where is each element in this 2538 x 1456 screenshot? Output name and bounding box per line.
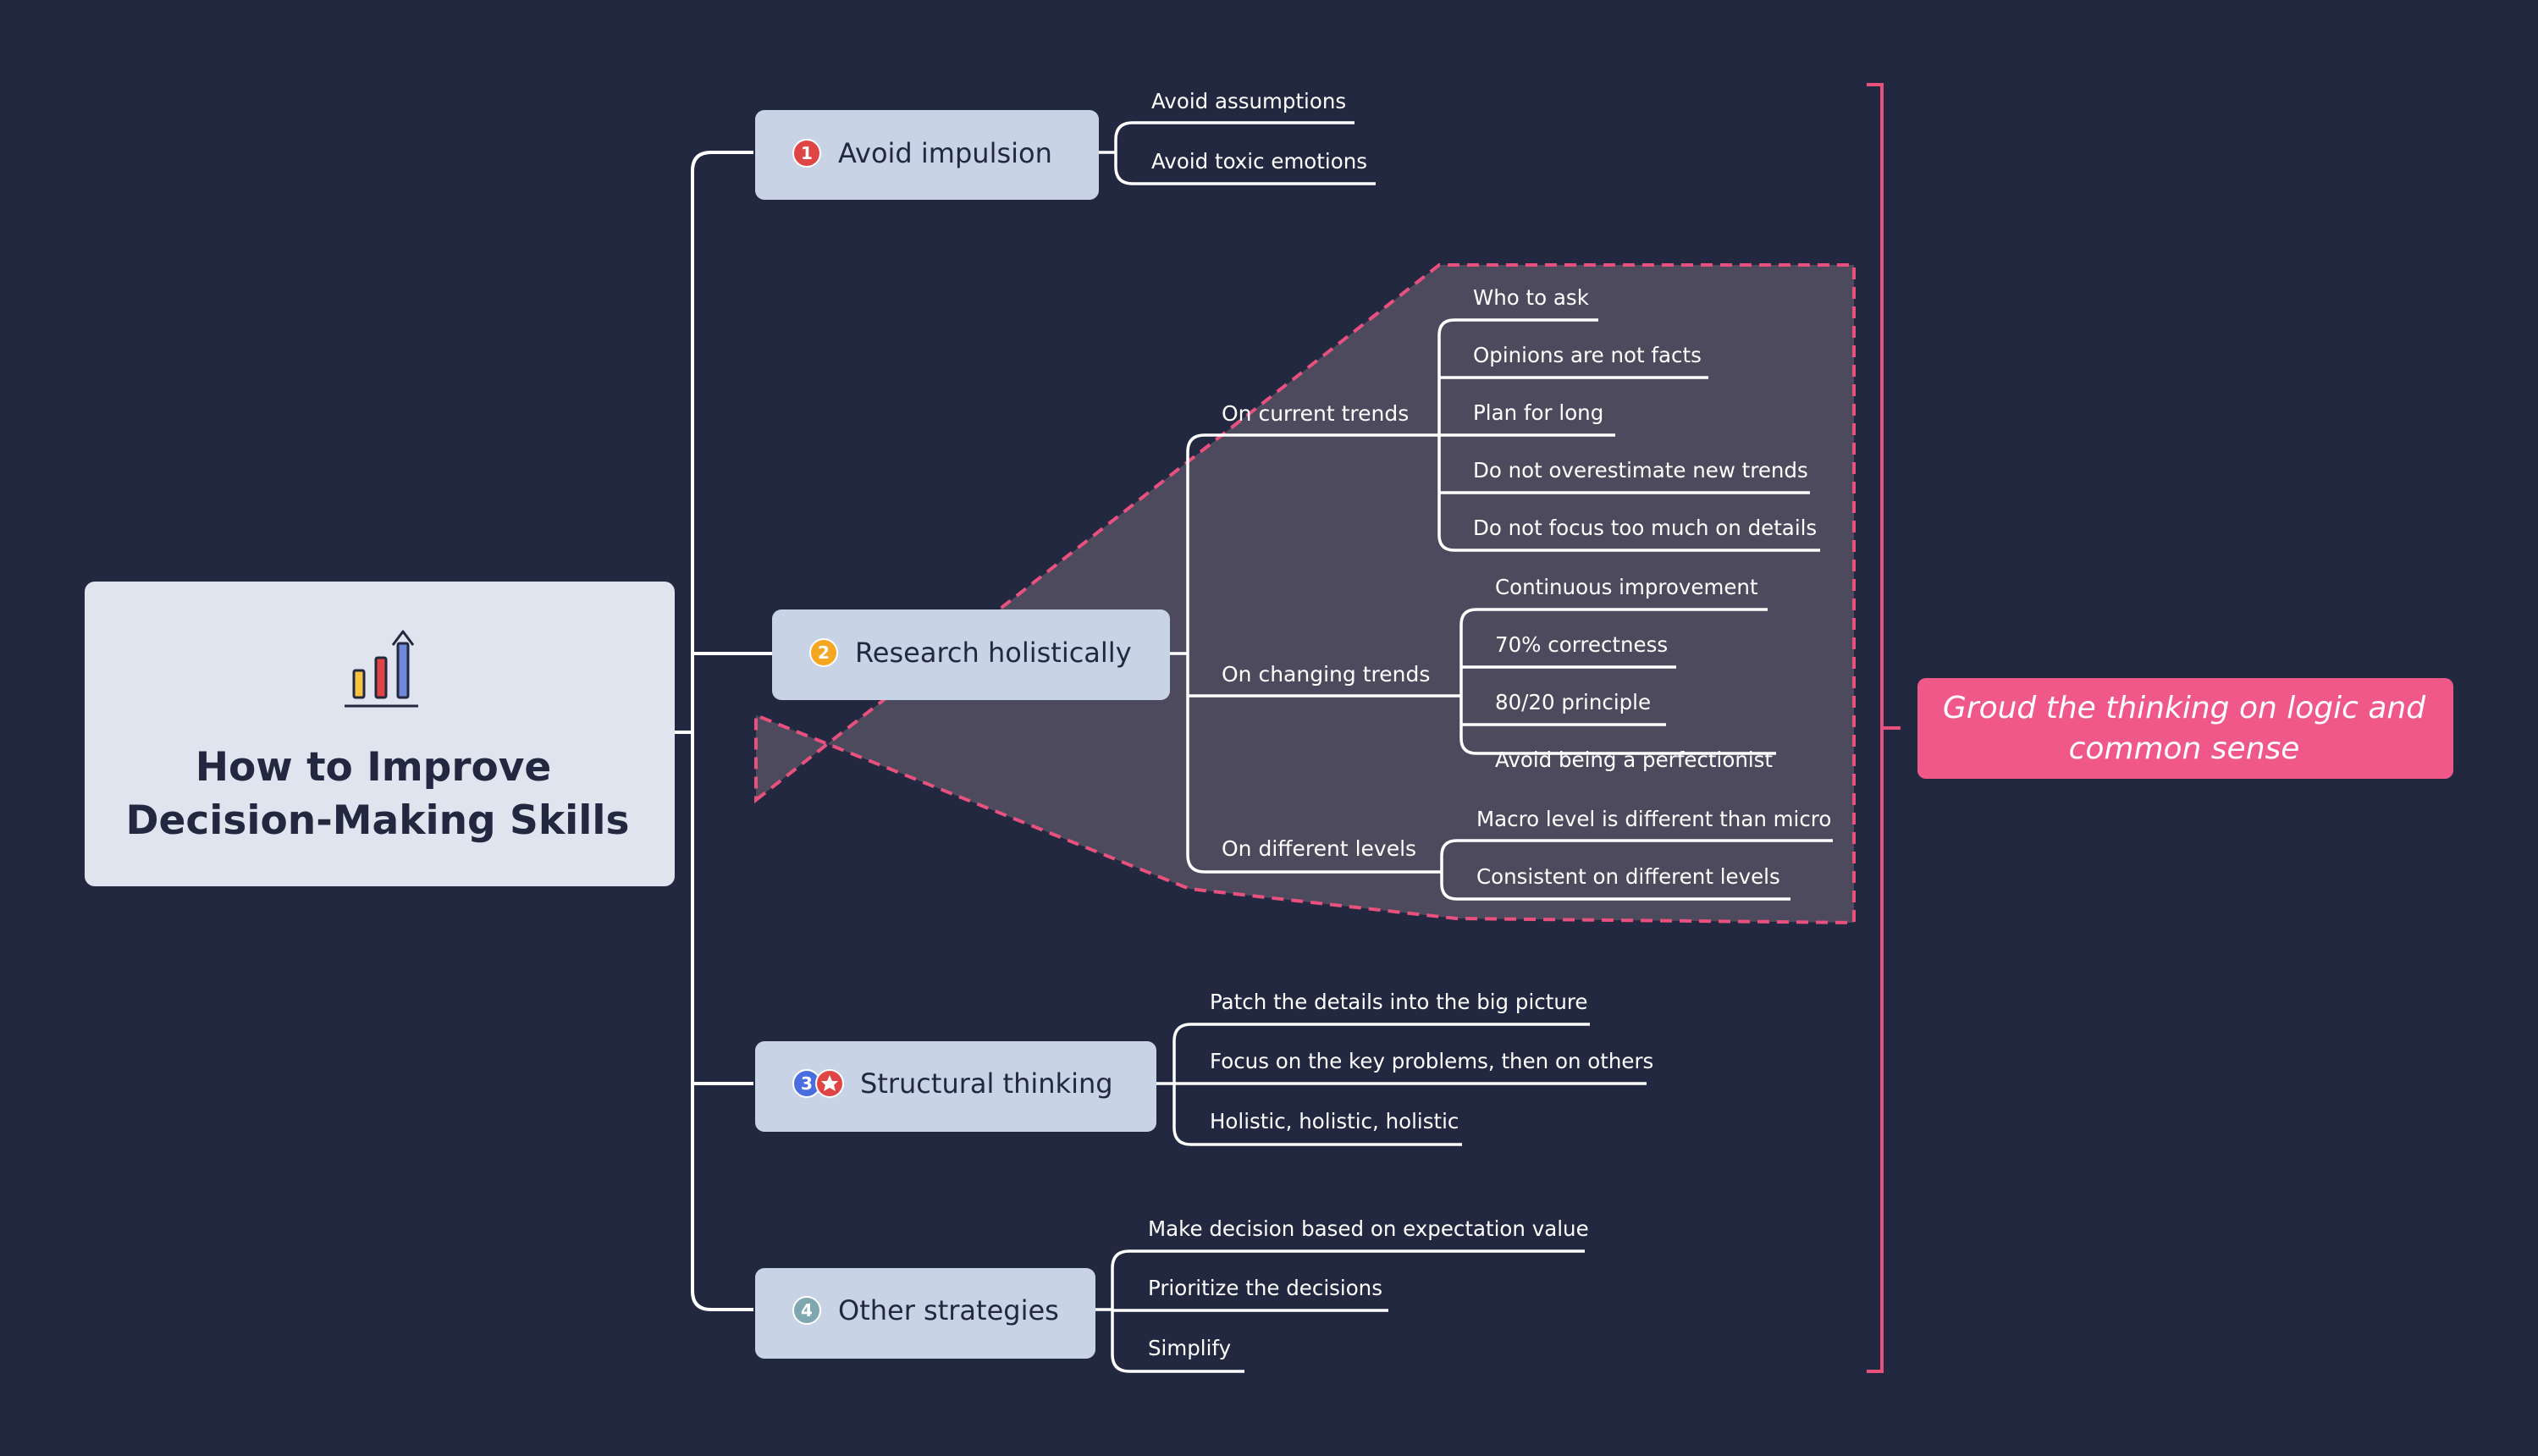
leaf-topic[interactable]: Focus on the key problems, then on other… — [1210, 1049, 1653, 1073]
leaf-topic[interactable]: Continuous improvement — [1495, 575, 1758, 599]
leaf-topic[interactable]: Simplify — [1148, 1336, 1231, 1360]
leaf-topic[interactable]: Plan for long — [1473, 400, 1603, 425]
badge-number: 2 — [818, 643, 830, 663]
leaf-topic[interactable]: Patch the details into the big picture — [1210, 990, 1587, 1014]
branch3-connectors — [1156, 1023, 1647, 1146]
badge-number: 4 — [801, 1300, 813, 1321]
boundary-region — [754, 263, 1856, 925]
branch-label: Other strategies — [838, 1294, 1059, 1326]
subtopic-label[interactable]: On current trends — [1222, 401, 1409, 426]
branch1-connectors — [1099, 121, 1376, 185]
priority-4-icon — [792, 1296, 821, 1325]
branch-label: Research holistically — [855, 637, 1132, 669]
subtopic-label[interactable]: On changing trends — [1222, 662, 1430, 687]
leaf-topic[interactable]: Do not overestimate new trends — [1473, 458, 1808, 483]
summary-line1: Groud the thinking on logic and — [1943, 691, 2426, 725]
branch-node-avoid-impulsion[interactable]: 1 Avoid impulsion — [755, 110, 1099, 200]
leaf-topic[interactable]: Holistic, holistic, holistic — [1210, 1109, 1459, 1133]
bar-chart-up-icon — [345, 630, 418, 708]
leaf-topic[interactable]: 80/20 principle — [1495, 690, 1651, 714]
priority-1-icon — [792, 139, 821, 168]
leaf-topic[interactable]: 70% correctness — [1495, 632, 1668, 657]
priority-2-icon — [809, 638, 838, 667]
leaf-topic[interactable]: Consistent on different levels — [1476, 864, 1780, 889]
leaf-topic[interactable]: Opinions are not facts — [1473, 343, 1702, 367]
subtopic-label[interactable]: On different levels — [1222, 836, 1416, 861]
badge-number: 1 — [801, 143, 813, 163]
leaf-topic[interactable]: Make decision based on expectation value — [1148, 1216, 1589, 1241]
summary-node[interactable]: Groud the thinking on logic and common s… — [1917, 678, 2453, 779]
summary-bracket — [1867, 83, 1901, 1373]
leaf-topic[interactable]: Prioritize the decisions — [1148, 1276, 1382, 1300]
leaf-topic[interactable]: Do not focus too much on details — [1473, 516, 1817, 540]
summary-line2: common sense — [2069, 731, 2300, 766]
badge-number: 3 — [801, 1073, 813, 1094]
leaf-topic[interactable]: Who to ask — [1473, 285, 1590, 310]
branch-node-research-holistically[interactable]: 2 Research holistically — [772, 609, 1170, 700]
branch-label: Structural thinking — [860, 1067, 1113, 1100]
leaf-topic[interactable]: Avoid being a perfectionist — [1495, 747, 1773, 772]
branch2-connectors — [1170, 318, 1833, 901]
root-connectors — [675, 151, 772, 1311]
root-node[interactable]: How to Improve Decision-Making Skills — [85, 582, 675, 886]
leaf-topic[interactable]: Avoid toxic emotions — [1151, 149, 1367, 174]
branch4-connectors — [1095, 1249, 1585, 1373]
root-title-line1: How to Improve — [196, 744, 552, 791]
branch-node-other-strategies[interactable]: 4 Other strategies — [755, 1268, 1095, 1359]
branch-node-structural-thinking[interactable]: 3 Structural thinking — [755, 1041, 1156, 1132]
branch-label: Avoid impulsion — [838, 137, 1052, 169]
root-title-line2: Decision-Making Skills — [126, 797, 630, 844]
leaf-topic[interactable]: Avoid assumptions — [1151, 89, 1346, 113]
leaf-topic[interactable]: Macro level is different than micro — [1476, 807, 1831, 831]
